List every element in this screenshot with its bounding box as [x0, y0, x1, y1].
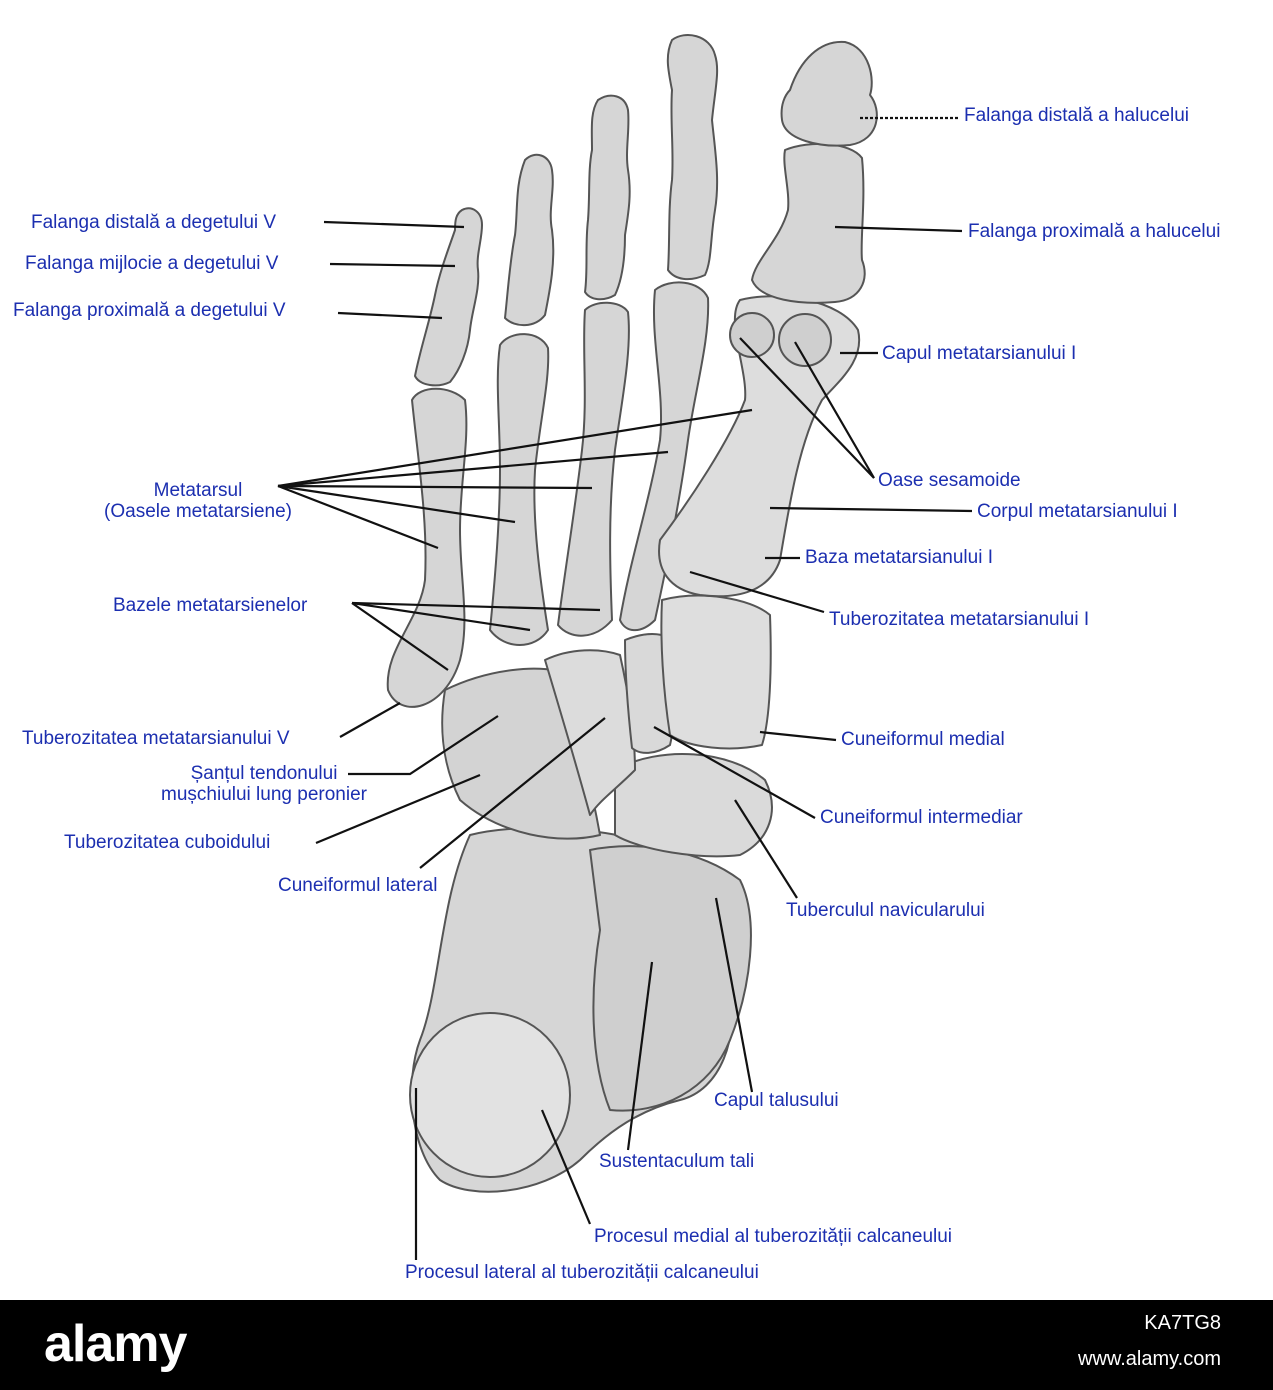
- navicular-bone: [614, 753, 773, 858]
- hallux-proximal-phalanx-bone: [751, 142, 866, 304]
- label-corpul-metatarsianului-i: Corpul metatarsianului I: [977, 501, 1178, 522]
- diagram-canvas: Falanga distală a halucelui Falanga prox…: [13, 34, 1221, 1283]
- calcaneal-tuberosity: [409, 1012, 571, 1178]
- leader-cuneiformul-lateral: [419, 717, 606, 869]
- label-cuneiformul-medial: Cuneiformul medial: [841, 729, 1005, 750]
- talus-bone: [589, 845, 752, 1112]
- toe-4-phalanges-bone: [504, 153, 555, 327]
- leader-cuneiformul-intermediar: [653, 726, 816, 819]
- leader-cuneiformul-medial: [759, 730, 837, 742]
- leader-falanga-proximala-halucelui: [834, 225, 963, 233]
- leader-tuberozitatea-cuboidului: [315, 773, 481, 845]
- metatarsal-1-bone: [658, 295, 861, 598]
- label-capul-talusului: Capul talusului: [714, 1090, 839, 1111]
- label-metatarsul: Metatarsul (Oasele metatarsiene): [86, 480, 310, 522]
- hallux-distal-phalanx-bone: [780, 40, 878, 147]
- label-tuberozitatea-metatarsianului-v: Tuberozitatea metatarsianului V: [22, 728, 290, 749]
- label-tuberozitatea-cuboidului: Tuberozitatea cuboidului: [64, 832, 271, 853]
- label-metatarsul-line1: Metatarsul: [153, 480, 243, 501]
- label-cuneiformul-lateral: Cuneiformul lateral: [278, 875, 438, 896]
- leader-metatarsul-5: [277, 484, 439, 550]
- leader-metatarsul-4: [277, 484, 516, 524]
- leader-falanga-proximala-degetului-v: [337, 311, 443, 320]
- label-falanga-distala-halucelui: Falanga distală a halucelui: [964, 105, 1189, 126]
- leader-tuberozitatea-metatarsianului-i: [689, 570, 825, 614]
- label-santul-line2: mușchiului lung peronier: [161, 784, 367, 805]
- leader-falanga-mijlocie-degetului-v: [329, 262, 456, 268]
- leader-bazele-metatarsienelor-3: [351, 602, 449, 671]
- foot-skeleton-illustration: [277, 34, 973, 1260]
- label-falanga-proximala-halucelui: Falanga proximală a halucelui: [968, 221, 1221, 242]
- metatarsal-2-bone: [619, 281, 710, 632]
- label-falanga-mijlocie-degetului-v: Falanga mijlocie a degetului V: [25, 253, 279, 274]
- leader-corpul-metatarsianului-i: [769, 506, 973, 513]
- label-falanga-proximala-degetului-v: Falanga proximală a degetului V: [13, 300, 286, 321]
- label-procesul-medial: Procesul medial al tuberozității calcane…: [594, 1226, 953, 1247]
- leader-procesul-medial: [540, 1109, 592, 1225]
- leader-tuberozitatea-metatarsianului-v: [339, 702, 401, 738]
- metatarsal-5-bone: [386, 387, 468, 708]
- metatarsal-3-bone: [557, 301, 630, 637]
- sesamoid-medial: [778, 313, 832, 367]
- metatarsal-4-bone: [489, 333, 550, 646]
- leader-metatarsul-3: [277, 484, 593, 490]
- leader-tuberculul-navicularului: [734, 799, 798, 899]
- label-santul-tendonului: Șanțul tendonului mușchiului lung peroni…: [140, 763, 388, 805]
- label-santul-line1: Șanțul tendonului: [190, 763, 338, 784]
- label-falanga-distala-degetului-v: Falanga distală a degetului V: [31, 212, 277, 233]
- image-id: KA7TG8: [1144, 1312, 1221, 1334]
- leader-capul-talusului: [714, 897, 754, 1093]
- leader-sustentaculum-tali: [626, 961, 654, 1151]
- site-url: www.alamy.com: [1078, 1348, 1221, 1370]
- label-capul-metatarsianului-i: Capul metatarsianului I: [882, 343, 1077, 364]
- label-procesul-lateral: Procesul lateral al tuberozității calcan…: [405, 1262, 759, 1283]
- toe-5-phalanges-bone: [414, 207, 483, 387]
- label-tuberozitatea-metatarsianului-i: Tuberozitatea metatarsianului I: [829, 609, 1090, 630]
- sesamoid-lateral: [729, 312, 775, 358]
- leader-metatarsul-2: [277, 450, 669, 488]
- alamy-logo: alamy: [44, 1315, 187, 1373]
- leader-bazele-metatarsienelor-1: [351, 601, 601, 612]
- toe-2-phalanges-bone: [666, 34, 719, 281]
- toe-3-phalanges-bone: [584, 94, 631, 301]
- leader-oase-sesamoide: [739, 337, 875, 479]
- watermark-footer: alamy KA7TG8 www.alamy.com: [0, 1300, 1273, 1390]
- label-tuberculul-navicularului: Tuberculul navicularului: [786, 900, 985, 921]
- leader-bazele-metatarsienelor-2: [351, 601, 531, 632]
- label-sustentaculum-tali: Sustentaculum tali: [599, 1151, 755, 1172]
- label-bazele-metatarsienelor: Bazele metatarsienelor: [113, 595, 308, 616]
- leader-santul-tendonului: [348, 715, 499, 776]
- leader-metatarsul-1: [277, 408, 753, 488]
- label-oase-sesamoide: Oase sesamoide: [878, 470, 1021, 491]
- label-cuneiformul-intermediar: Cuneiformul intermediar: [820, 807, 1023, 828]
- label-baza-metatarsianului-i: Baza metatarsianului I: [805, 547, 993, 568]
- leader-falanga-distala-degetului-v: [323, 220, 465, 229]
- medial-cuneiform-bone: [660, 594, 772, 750]
- label-metatarsul-line2: (Oasele metatarsiene): [104, 501, 292, 522]
